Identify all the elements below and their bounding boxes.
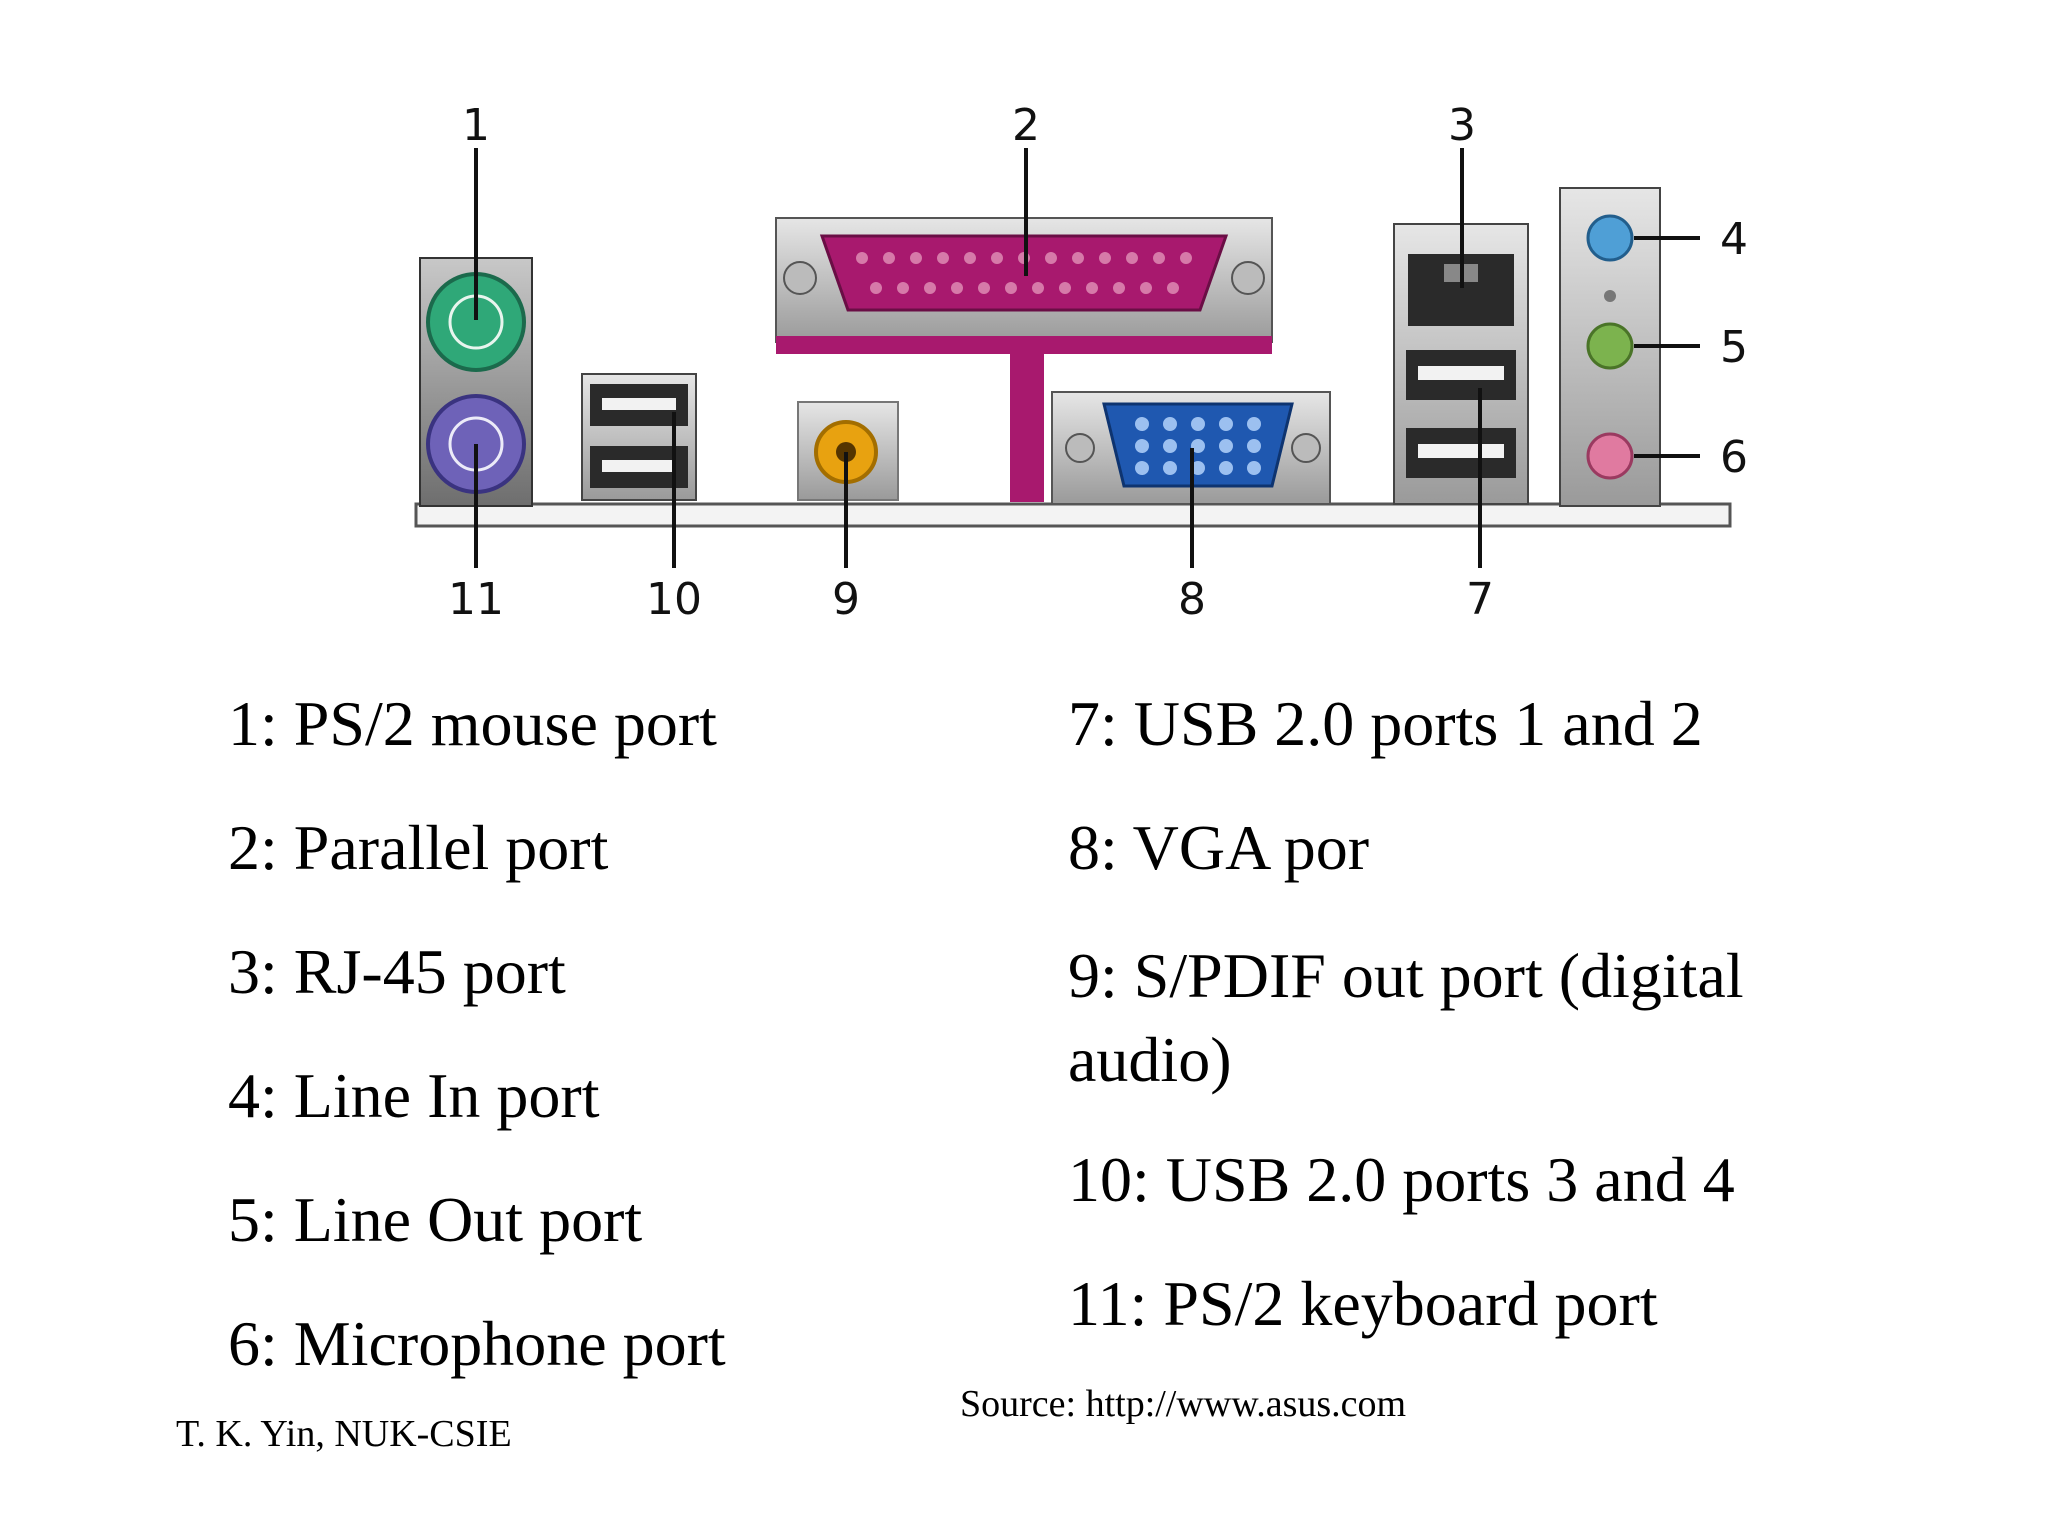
- connector-pin: [870, 282, 882, 294]
- connector-pin: [1135, 461, 1149, 475]
- connector-pin: [951, 282, 963, 294]
- connector-pin: [937, 252, 949, 264]
- connector-pin: [1167, 282, 1179, 294]
- callout-11: 11: [448, 574, 504, 625]
- callout-10: 10: [646, 574, 702, 625]
- connector-pin: [1140, 282, 1152, 294]
- connector-pin: [1099, 252, 1111, 264]
- connector-pin: [1163, 439, 1177, 453]
- callout-2: 2: [1012, 100, 1040, 151]
- board-baseline: [414, 502, 1732, 528]
- connector-pin: [1135, 417, 1149, 431]
- connector-pin: [1219, 461, 1233, 475]
- connector-pin: [1135, 439, 1149, 453]
- connector-pin: [1072, 252, 1084, 264]
- connector-pin: [1247, 417, 1261, 431]
- connector-pin: [1126, 252, 1138, 264]
- connector-pin: [897, 282, 909, 294]
- connector-pin: [964, 252, 976, 264]
- legend-item-11: 11: PS/2 keyboard port: [1068, 1268, 1658, 1339]
- connector-pin: [910, 252, 922, 264]
- leader-lines: [474, 148, 1700, 568]
- callout-3: 3: [1448, 100, 1476, 151]
- connector-pin: [978, 282, 990, 294]
- connector-pin: [1086, 282, 1098, 294]
- legend-item-4: 4: Line In port: [228, 1060, 600, 1131]
- connector-pin: [1180, 252, 1192, 264]
- connector-pin: [856, 252, 868, 264]
- connector-pin: [1163, 417, 1177, 431]
- rj45-usb-stack: [1393, 223, 1529, 505]
- connector-pin: [1219, 439, 1233, 453]
- connector-pin: [1247, 461, 1261, 475]
- legend-item-9: 9: S/PDIF out port (digital audio): [1068, 940, 1744, 1095]
- legend-item-1: 1: PS/2 mouse port: [228, 688, 717, 759]
- connector-pin: [1219, 417, 1233, 431]
- callout-8: 8: [1178, 574, 1206, 625]
- line-out-port: [1586, 322, 1634, 370]
- connector-pin: [1191, 439, 1205, 453]
- io-panel-diagram: 1 2 3 4 5 6 7 8 9 10 11: [414, 100, 1748, 625]
- author-credit: T. K. Yin, NUK-CSIE: [176, 1413, 512, 1455]
- connector-pin: [1005, 282, 1017, 294]
- usb-ports-3-4: [581, 373, 697, 501]
- mic-port: [1586, 432, 1634, 480]
- connector-pin: [1045, 252, 1057, 264]
- legend-item-8: 8: VGA por: [1068, 812, 1370, 883]
- connector-pin: [883, 252, 895, 264]
- callout-6: 6: [1720, 432, 1748, 483]
- legend-item-10: 10: USB 2.0 ports 3 and 4: [1068, 1144, 1735, 1215]
- connector-pin: [1059, 282, 1071, 294]
- connector-pin: [1153, 252, 1165, 264]
- callout-7: 7: [1466, 574, 1494, 625]
- legend-item-2: 2: Parallel port: [228, 812, 609, 883]
- connector-pin: [1113, 282, 1125, 294]
- legend-item-6: 6: Microphone port: [228, 1308, 726, 1379]
- callout-5: 5: [1720, 322, 1748, 373]
- connector-pin: [1032, 282, 1044, 294]
- callout-4: 4: [1720, 214, 1748, 265]
- connector-pin: [1247, 439, 1261, 453]
- connector-pin: [1191, 417, 1205, 431]
- connector-pin: [991, 252, 1003, 264]
- connector-pin: [1191, 461, 1205, 475]
- legend-item-5: 5: Line Out port: [228, 1184, 643, 1255]
- legend-item-7: 7: USB 2.0 ports 1 and 2: [1068, 688, 1703, 759]
- callout-1: 1: [462, 100, 490, 151]
- source-credit: Source: http://www.asus.com: [960, 1383, 1407, 1425]
- connector-pin: [1163, 461, 1177, 475]
- legend-item-3: 3: RJ-45 port: [228, 936, 566, 1007]
- line-in-port: [1586, 214, 1634, 262]
- connector-pin: [924, 282, 936, 294]
- callout-9: 9: [832, 574, 860, 625]
